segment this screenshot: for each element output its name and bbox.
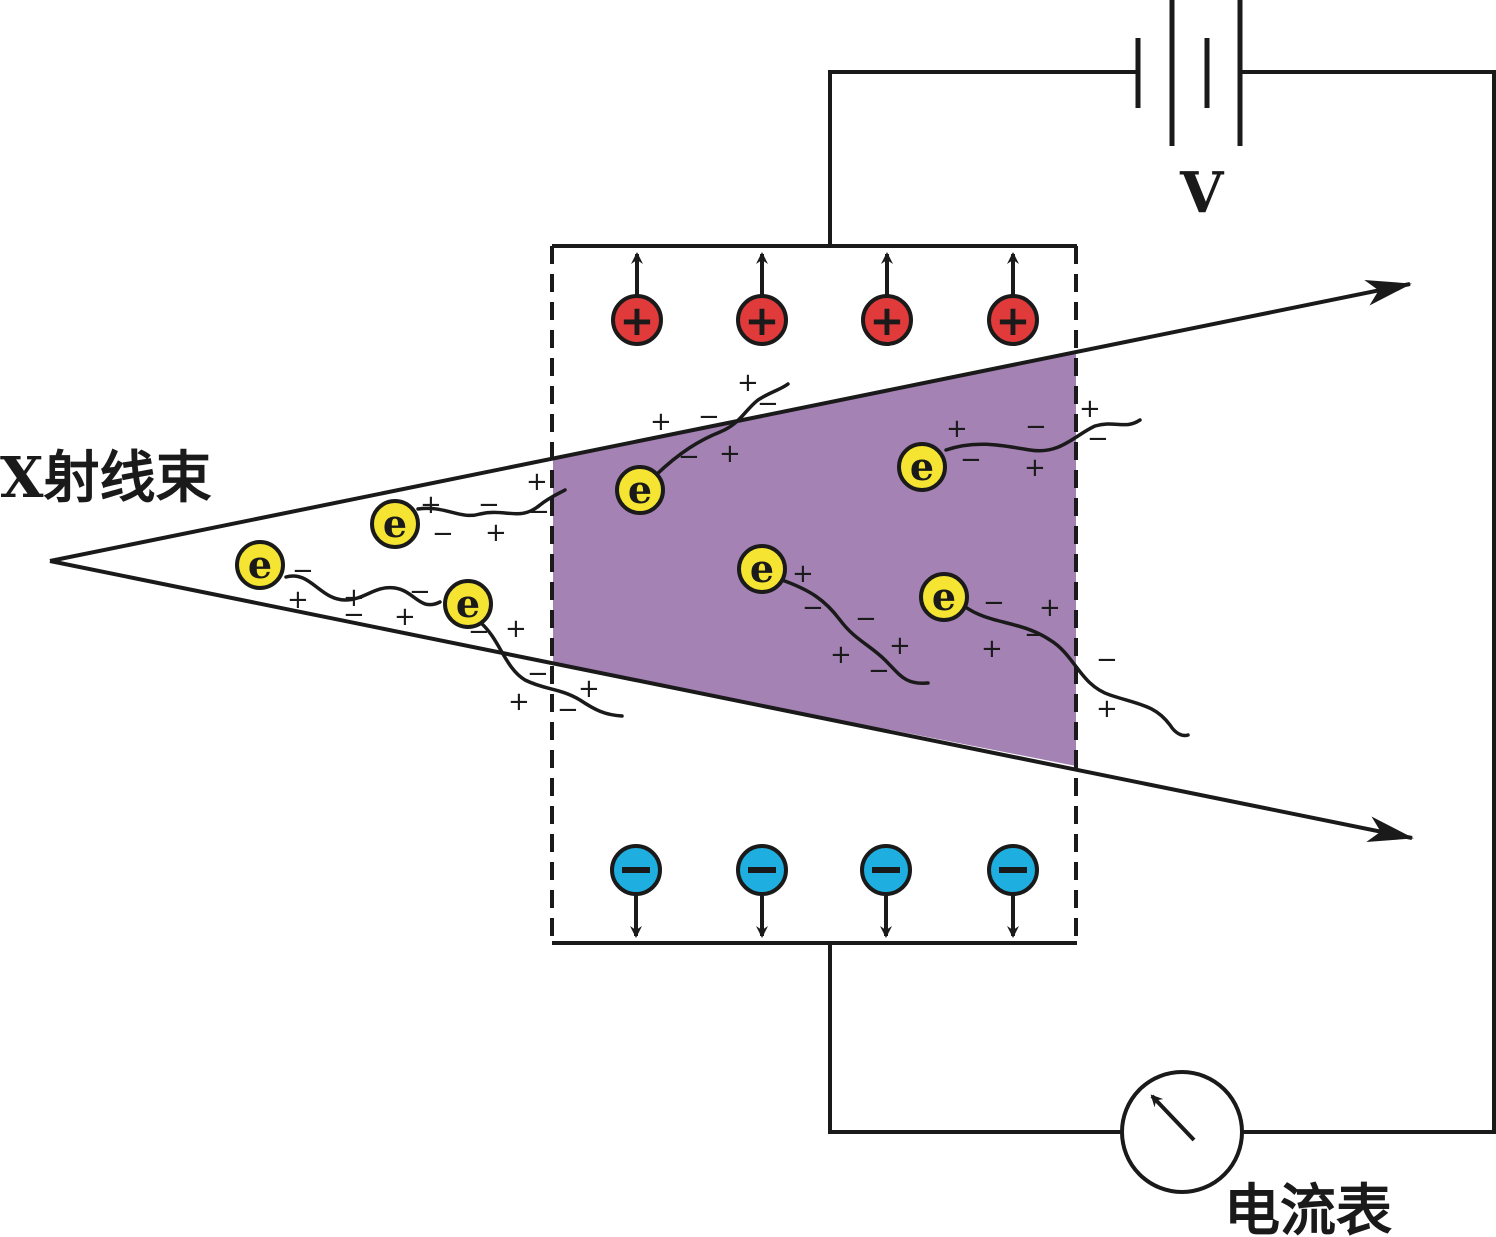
svg-text:e: e bbox=[932, 574, 956, 619]
svg-text:e: e bbox=[910, 444, 934, 489]
svg-text:+: + bbox=[869, 296, 904, 345]
xray-beam-label: X射线束 bbox=[0, 445, 211, 511]
svg-text:−: − bbox=[1087, 424, 1109, 454]
svg-text:e: e bbox=[456, 581, 480, 626]
svg-text:+: + bbox=[995, 296, 1030, 345]
svg-text:−: − bbox=[478, 490, 500, 520]
svg-text:+: + bbox=[619, 296, 654, 345]
svg-text:+: + bbox=[744, 296, 779, 345]
ammeter-icon bbox=[1120, 1070, 1244, 1194]
svg-text:+: + bbox=[889, 631, 911, 661]
negative-ion-1 bbox=[610, 844, 662, 938]
negative-ion-2 bbox=[736, 844, 788, 938]
negative-ion-3 bbox=[860, 844, 912, 938]
svg-text:+: + bbox=[343, 583, 365, 613]
battery-symbol bbox=[1135, 0, 1243, 146]
svg-text:+: + bbox=[508, 687, 530, 717]
svg-text:−: − bbox=[409, 577, 431, 607]
svg-text:+: + bbox=[394, 602, 416, 632]
svg-text:+: + bbox=[981, 634, 1003, 664]
ionized-region bbox=[553, 352, 1076, 766]
svg-text:+: + bbox=[946, 414, 968, 444]
ion-pair-signs: − + + − + − + − − + + − − + − + + − + − … bbox=[287, 368, 1118, 725]
voltage-label: V bbox=[1179, 160, 1225, 226]
svg-text:−: − bbox=[528, 497, 550, 527]
electron-3: e bbox=[443, 579, 493, 629]
svg-text:−: − bbox=[757, 389, 779, 419]
electron-1: e bbox=[235, 540, 285, 590]
svg-text:−: − bbox=[983, 588, 1005, 618]
svg-text:e: e bbox=[750, 546, 774, 591]
svg-text:+: + bbox=[792, 559, 814, 589]
svg-text:−: − bbox=[557, 695, 579, 725]
svg-text:+: + bbox=[1039, 593, 1061, 623]
svg-text:−: − bbox=[1025, 412, 1047, 442]
svg-text:+: + bbox=[719, 439, 741, 469]
svg-text:−: − bbox=[1096, 645, 1118, 675]
ionization-tracks bbox=[284, 382, 1190, 738]
svg-text:−: − bbox=[855, 604, 877, 634]
svg-text:e: e bbox=[628, 467, 652, 512]
svg-text:e: e bbox=[248, 542, 272, 587]
electron-5: e bbox=[897, 442, 947, 492]
svg-text:+: + bbox=[1024, 453, 1046, 483]
xray-beam bbox=[49, 280, 1414, 842]
positive-ion-3: + bbox=[861, 252, 913, 346]
svg-text:+: + bbox=[287, 585, 309, 615]
svg-text:+: + bbox=[578, 674, 600, 704]
svg-text:+: + bbox=[485, 518, 507, 548]
svg-text:−: − bbox=[698, 402, 720, 432]
svg-text:−: − bbox=[292, 556, 314, 586]
svg-text:−: − bbox=[527, 659, 549, 689]
svg-text:+: + bbox=[526, 467, 548, 497]
positive-ions: + + + + bbox=[611, 252, 1039, 346]
ammeter-label: 电流表 bbox=[1224, 1178, 1392, 1237]
electron-6: e bbox=[737, 544, 787, 594]
electrons: e e e e e e e bbox=[235, 442, 969, 629]
svg-text:+: + bbox=[1079, 394, 1101, 424]
svg-text:+: + bbox=[830, 640, 852, 670]
svg-text:+: + bbox=[420, 490, 442, 520]
svg-text:−: − bbox=[868, 656, 890, 686]
svg-text:−: − bbox=[1024, 620, 1046, 650]
electron-4: e bbox=[615, 465, 665, 515]
svg-text:e: e bbox=[383, 501, 407, 546]
svg-text:−: − bbox=[343, 600, 365, 630]
svg-text:−: − bbox=[678, 442, 700, 472]
electron-2: e bbox=[370, 499, 420, 549]
svg-text:−: − bbox=[960, 445, 982, 475]
svg-text:−: − bbox=[802, 593, 824, 623]
positive-ion-4: + bbox=[987, 252, 1039, 346]
positive-ion-2: + bbox=[736, 252, 788, 346]
positive-ion-1: + bbox=[611, 252, 663, 346]
ionization-chamber bbox=[550, 244, 1078, 945]
svg-text:+: + bbox=[505, 614, 527, 644]
svg-text:+: + bbox=[650, 407, 672, 437]
circuit-wires bbox=[828, 70, 1496, 1134]
svg-text:−: − bbox=[432, 519, 454, 549]
negative-ion-4 bbox=[987, 844, 1039, 938]
electron-7: e bbox=[919, 572, 969, 622]
negative-ions bbox=[610, 844, 1039, 938]
svg-text:+: + bbox=[1096, 694, 1118, 724]
svg-text:+: + bbox=[737, 368, 759, 398]
